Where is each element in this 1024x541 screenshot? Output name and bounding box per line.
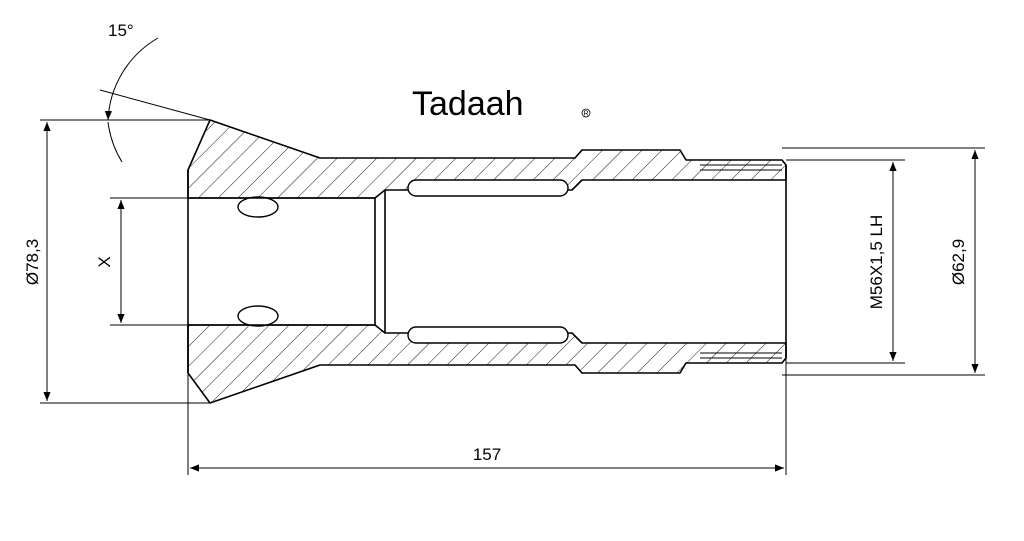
slot-lower	[407, 326, 569, 344]
brand-logo: Tadaah R	[412, 85, 591, 123]
thread-lines	[700, 164, 782, 359]
thread-label: M56X1,5 LH	[867, 215, 886, 310]
slot-upper	[407, 179, 569, 197]
brand-registered-mark: R	[583, 111, 588, 118]
body-diameter-label: Ø62,9	[949, 239, 968, 285]
overall-length-label: 157	[473, 445, 501, 464]
slot-end-upper	[237, 196, 279, 218]
extension-lines	[40, 89, 985, 475]
slot-end-lower	[237, 305, 279, 327]
dimension-lines	[43, 37, 979, 472]
taper-angle-label: 15°	[108, 21, 134, 40]
outer-diameter-label: Ø78,3	[23, 239, 42, 285]
brand-logo-text: Tadaah	[412, 85, 524, 123]
bore-size-label: X	[95, 256, 114, 267]
bore-outline	[187, 165, 787, 373]
